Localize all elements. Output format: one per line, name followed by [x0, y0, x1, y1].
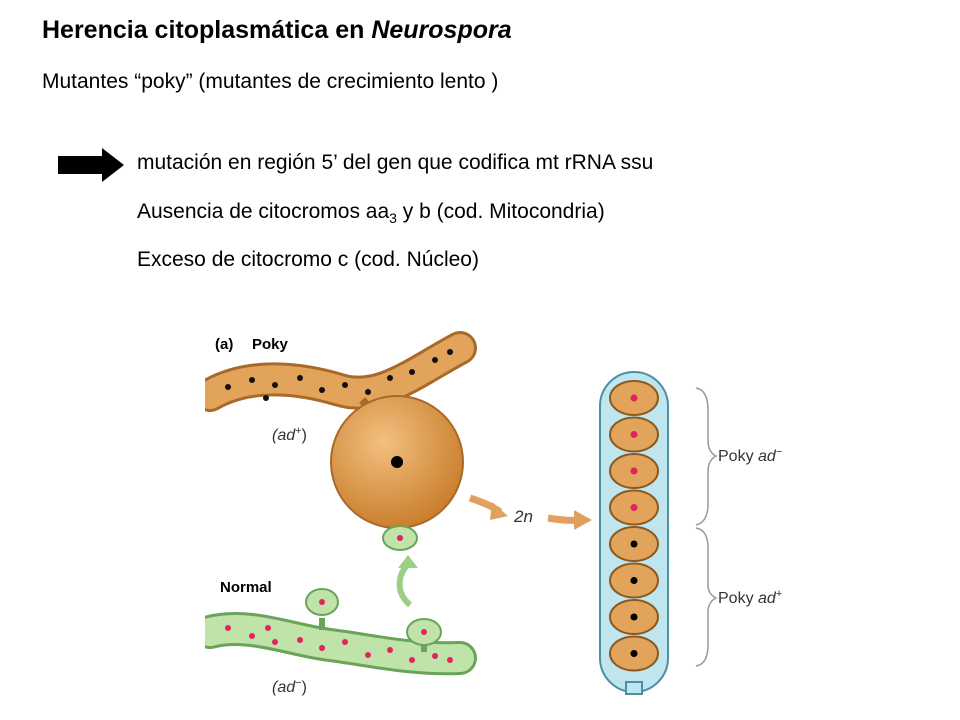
poky-dots: [225, 349, 453, 401]
spore-nucleus: [630, 540, 638, 548]
normal-dots: [225, 625, 453, 663]
slide-title: Herencia citoplasmática en Neurospora: [42, 16, 512, 45]
absence-post: y b (cod. Mitocondria): [396, 200, 605, 223]
subtitle: Mutantes “poky” (mutantes de crecimiento…: [42, 70, 499, 93]
title-italic: Neurospora: [371, 16, 512, 44]
excess-text: Exceso de citocromo c (cod. Núcleo): [137, 248, 479, 271]
spore-nucleus: [630, 577, 638, 584]
panel-label: (a): [215, 336, 233, 353]
normal-genotype: (ad−): [272, 677, 307, 696]
mutation-text: mutación en región 5’ del gen que codifi…: [137, 151, 654, 174]
spore-nucleus: [630, 431, 638, 438]
absence-pre: Ausencia de citocromos aa: [137, 200, 390, 223]
absence-sub: 3: [389, 210, 397, 227]
spore-nucleus: [630, 394, 638, 402]
poky-genotype: (ad+): [272, 425, 307, 444]
poky-label: Poky: [252, 336, 289, 353]
spore-nucleus: [630, 650, 638, 657]
absence-text: Ausencia de citocromos aa3 y b (cod. Mit…: [137, 200, 605, 226]
normal-label: Normal: [220, 579, 272, 596]
diploid-label: 2n: [513, 507, 533, 526]
spore-nucleus: [630, 504, 638, 511]
right-arrow-icon: [58, 148, 124, 182]
poky-cross-diagram: (a) Poky (ad+) Normal (ad−) 2n Poky ad− …: [205, 331, 782, 696]
ascospores: [609, 380, 659, 672]
spore-nucleus: [630, 467, 638, 475]
spore-nucleus: [630, 613, 638, 621]
progeny-top-label: Poky ad−: [718, 446, 782, 465]
progeny-bottom-label: Poky ad+: [718, 588, 782, 607]
title-text: Herencia citoplasmática en: [42, 16, 372, 44]
